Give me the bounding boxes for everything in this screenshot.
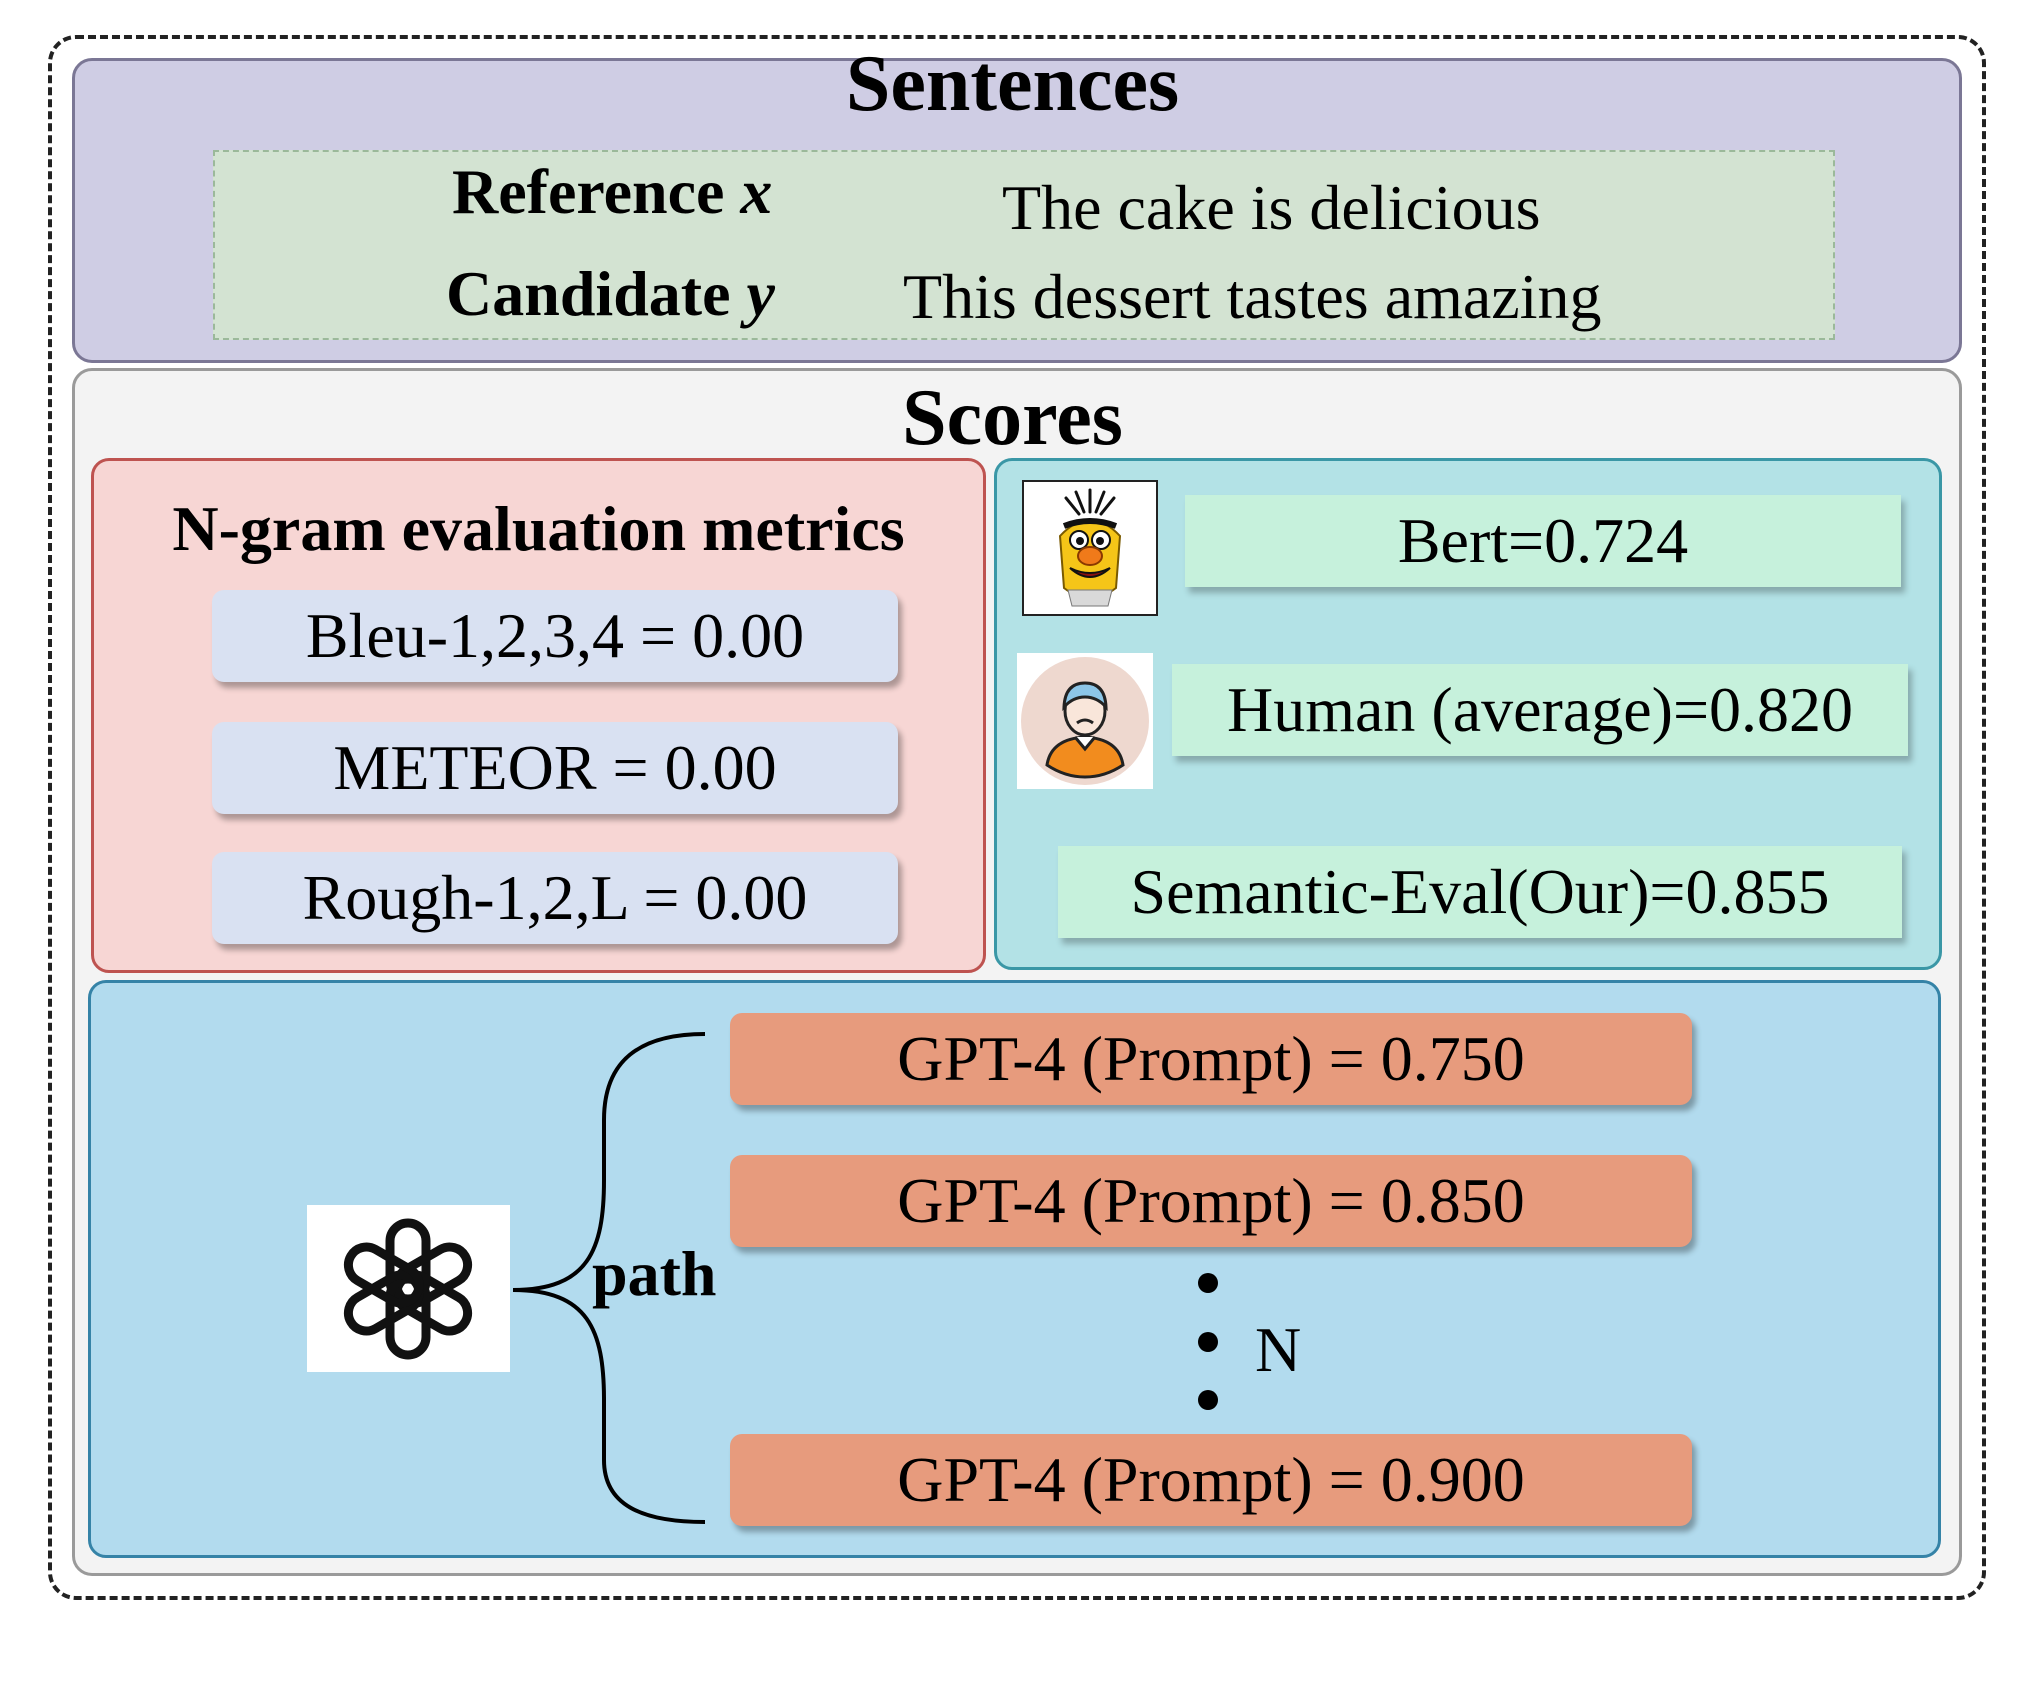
ellipsis-dot xyxy=(1198,1390,1218,1410)
scores-title: Scores xyxy=(902,374,1123,462)
ellipsis-dot xyxy=(1198,1332,1218,1352)
outer-dashed-frame xyxy=(48,35,1986,1600)
bleu-score-box: Bleu-1,2,3,4 = 0.00 xyxy=(212,590,898,682)
gpt4-score-box: GPT-4 (Prompt) = 0.750 xyxy=(730,1013,1692,1105)
reference-variable: x xyxy=(740,156,773,227)
reference-sentence: The cake is delicious xyxy=(1002,172,1541,243)
meteor-score-box: METEOR = 0.00 xyxy=(212,722,898,814)
gpt4-score-box: GPT-4 (Prompt) = 0.900 xyxy=(730,1434,1692,1526)
candidate-variable: y xyxy=(746,258,775,329)
candidate-sentence: This dessert tastes amazing xyxy=(903,261,1602,332)
candidate-label-text: Candidate xyxy=(446,258,731,329)
openai-logo-icon xyxy=(307,1205,510,1372)
path-label: path xyxy=(592,1238,717,1309)
reference-label: Reference x xyxy=(452,160,772,224)
gpt4-score-box: GPT-4 (Prompt) = 0.850 xyxy=(730,1155,1692,1247)
rouge-score-box: Rough-1,2,L = 0.00 xyxy=(212,852,898,944)
ellipsis-dot xyxy=(1198,1273,1218,1293)
n-paths-label: N xyxy=(1255,1314,1302,1385)
semantic-eval-score-box: Semantic-Eval(Our)=0.855 xyxy=(1058,846,1902,938)
reference-label-text: Reference xyxy=(452,156,725,227)
ngram-metrics-title: N-gram evaluation metrics xyxy=(172,493,905,564)
candidate-label: Candidate y xyxy=(446,262,775,326)
bert-muppet-icon xyxy=(1022,480,1158,616)
human-score-box: Human (average)=0.820 xyxy=(1172,664,1908,756)
human-avatar-icon xyxy=(1017,653,1153,789)
bert-score-box: Bert=0.724 xyxy=(1185,495,1901,587)
sentences-title: Sentences xyxy=(845,40,1180,128)
sentences-box xyxy=(213,150,1835,340)
